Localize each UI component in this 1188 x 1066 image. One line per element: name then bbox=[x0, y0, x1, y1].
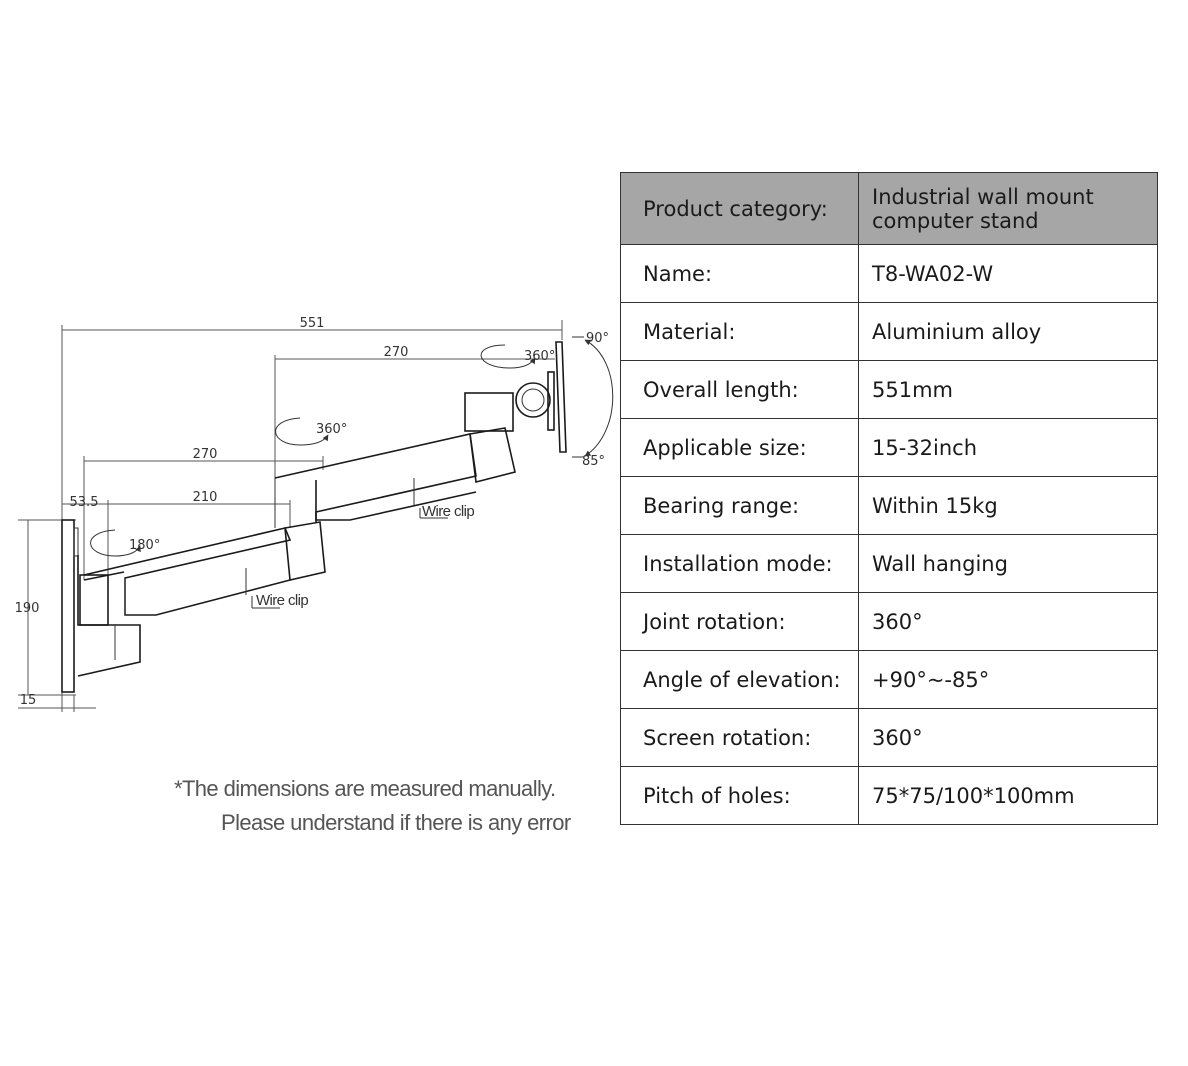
spec-header-value: Industrial wall mount computer stand bbox=[858, 172, 1158, 245]
spec-value: Wall hanging bbox=[858, 534, 1158, 593]
spec-row: Installation mode: Wall hanging bbox=[620, 534, 1158, 593]
spec-value: T8-WA02-W bbox=[858, 244, 1158, 303]
dim-plate: 15 bbox=[20, 693, 37, 708]
dim-overall: 551 bbox=[300, 316, 325, 331]
rotation-labels: 360° 360° 180° 90° 85° bbox=[129, 331, 609, 553]
spec-row: Material: Aluminium alloy bbox=[620, 302, 1158, 361]
spec-row: Screen rotation: 360° bbox=[620, 708, 1158, 767]
rotation-top-label: 360° bbox=[524, 349, 555, 364]
spec-header-label: Product category: bbox=[620, 172, 859, 245]
spec-value: 360° bbox=[858, 708, 1158, 767]
spec-label: Name: bbox=[620, 244, 859, 303]
dim-upper-arm: 270 bbox=[384, 345, 409, 360]
spec-row: Name: T8-WA02-W bbox=[620, 244, 1158, 303]
spec-label: Bearing range: bbox=[620, 476, 859, 535]
spec-value: Within 15kg bbox=[858, 476, 1158, 535]
dimension-lines bbox=[18, 320, 563, 712]
dim-first-arm: 210 bbox=[193, 490, 218, 505]
spec-table: Product category: Industrial wall mount … bbox=[620, 172, 1158, 825]
spec-label: Installation mode: bbox=[620, 534, 859, 593]
wall-mount-arm-diagram: 551 270 270 210 53.5 190 15 360° 360° 18… bbox=[15, 316, 614, 712]
spec-value: 75*75/100*100mm bbox=[858, 766, 1158, 825]
wire-clip-label-upper: Wire clip bbox=[422, 503, 474, 520]
spec-label: Material: bbox=[620, 302, 859, 361]
dim-lower-arm: 270 bbox=[193, 447, 218, 462]
measurement-note-line2: Please understand if there is any error bbox=[221, 810, 571, 835]
spec-value: 551mm bbox=[858, 360, 1158, 419]
measurement-note-line1: *The dimensions are measured manually. bbox=[174, 776, 556, 801]
spec-row: Joint rotation: 360° bbox=[620, 592, 1158, 651]
mount-body bbox=[61, 341, 567, 693]
wire-clip-labels: Wire clip Wire clip bbox=[256, 503, 475, 609]
tilt-down-label: 85° bbox=[582, 454, 605, 469]
dimension-labels: 551 270 270 210 53.5 190 15 bbox=[15, 316, 409, 708]
spec-label: Pitch of holes: bbox=[620, 766, 859, 825]
spec-label: Applicable size: bbox=[620, 418, 859, 477]
spec-value: 360° bbox=[858, 592, 1158, 651]
spec-value: +90°~-85° bbox=[858, 650, 1158, 709]
spec-header-row: Product category: Industrial wall mount … bbox=[620, 172, 1158, 245]
dim-offset: 53.5 bbox=[70, 495, 99, 510]
spec-label: Screen rotation: bbox=[620, 708, 859, 767]
spec-row: Pitch of holes: 75*75/100*100mm bbox=[620, 766, 1158, 825]
rotation-middle-label: 360° bbox=[316, 422, 347, 437]
spec-label: Angle of elevation: bbox=[620, 650, 859, 709]
rotation-arrows bbox=[90, 336, 614, 557]
wire-clip-label-lower: Wire clip bbox=[256, 592, 308, 609]
dim-height: 190 bbox=[15, 601, 40, 616]
spec-value: 15-32inch bbox=[858, 418, 1158, 477]
spec-row: Angle of elevation: +90°~-85° bbox=[620, 650, 1158, 709]
spec-row: Bearing range: Within 15kg bbox=[620, 476, 1158, 535]
spec-row: Overall length: 551mm bbox=[620, 360, 1158, 419]
spec-label: Overall length: bbox=[620, 360, 859, 419]
spec-label: Joint rotation: bbox=[620, 592, 859, 651]
tilt-up-label: 90° bbox=[586, 331, 609, 346]
rotation-base-label: 180° bbox=[129, 538, 160, 553]
spec-value: Aluminium alloy bbox=[858, 302, 1158, 361]
spec-row: Applicable size: 15-32inch bbox=[620, 418, 1158, 477]
